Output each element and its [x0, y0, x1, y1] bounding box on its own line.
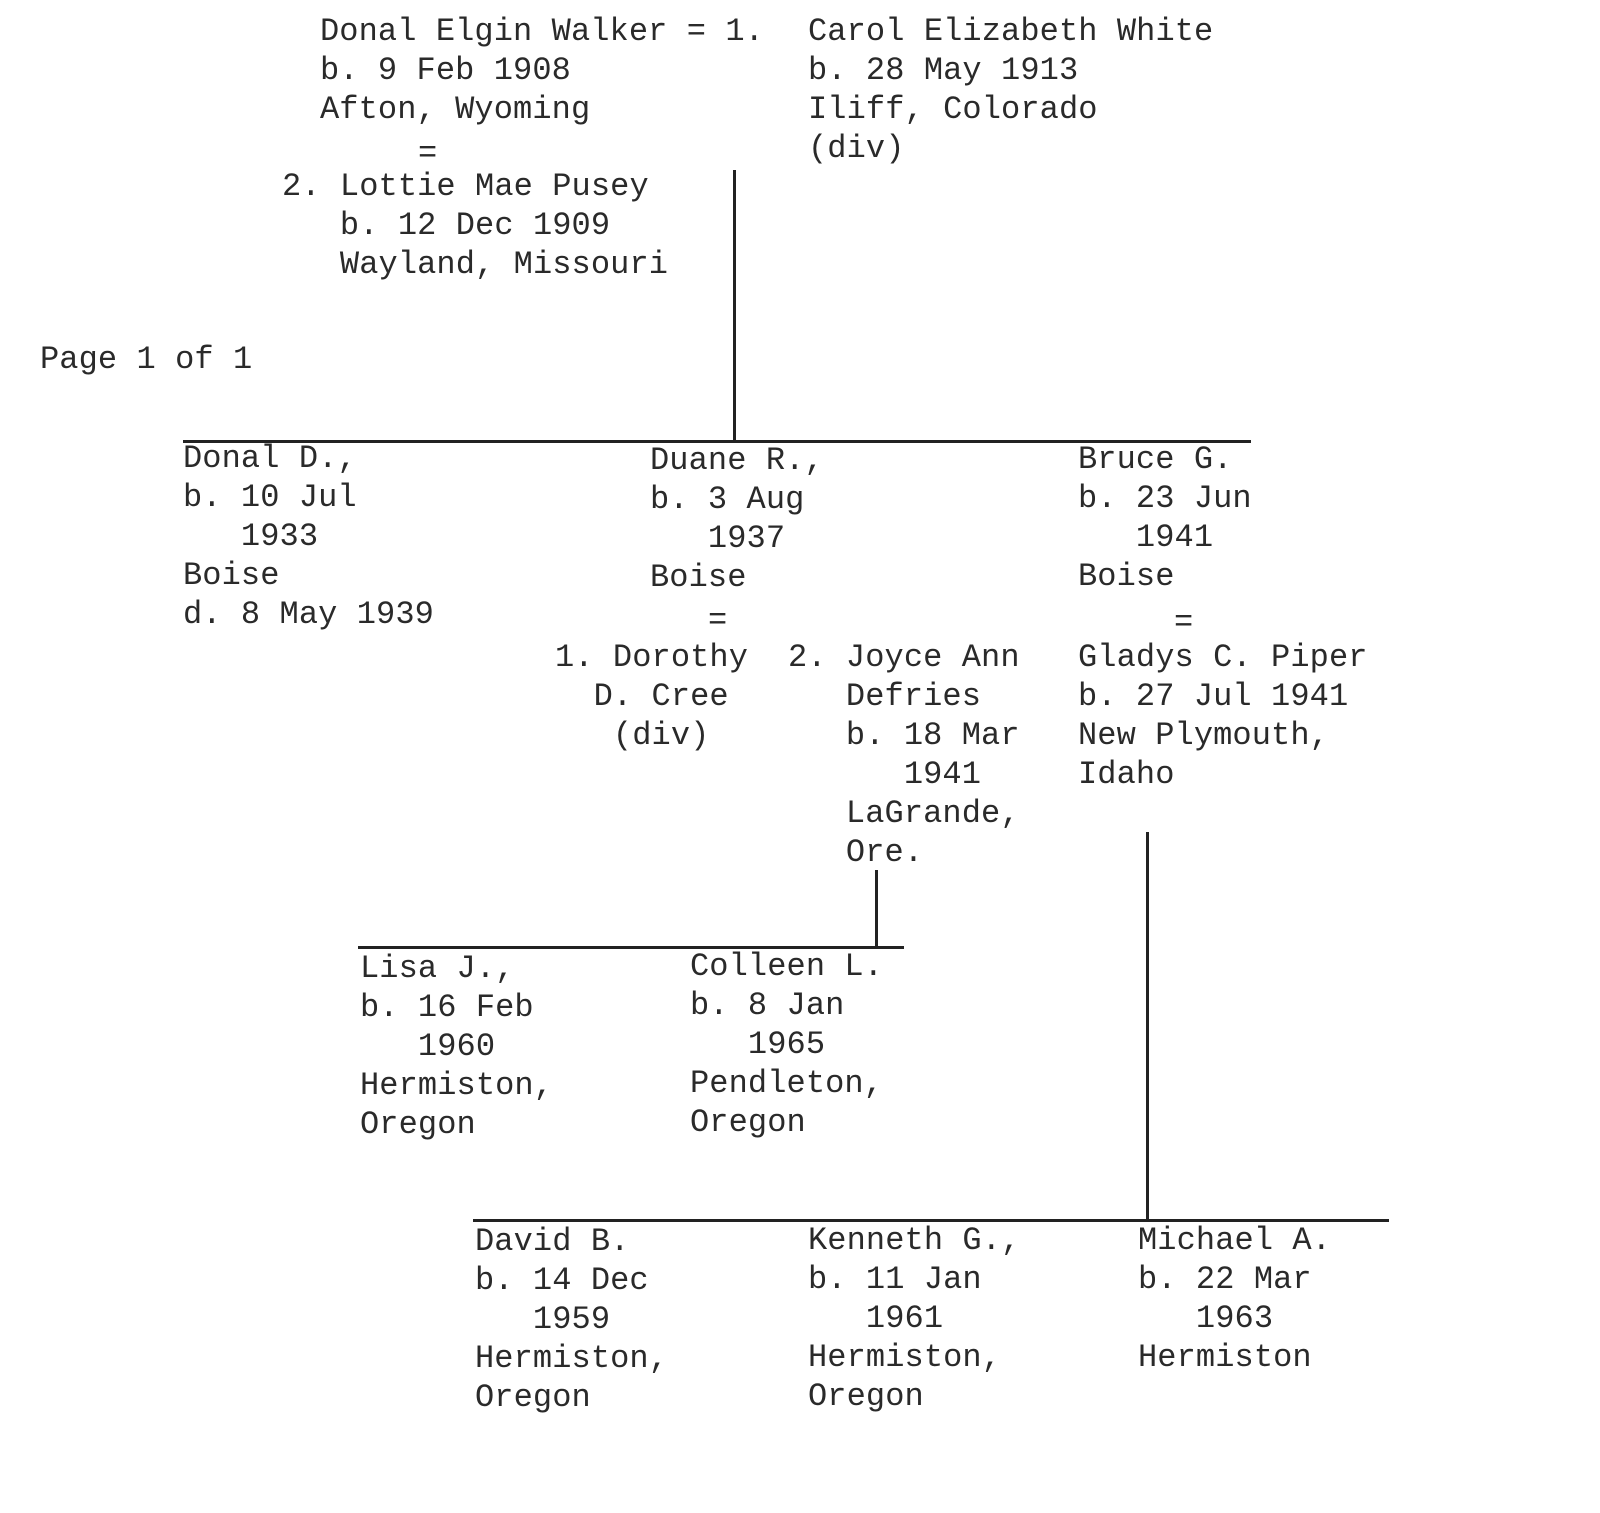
- text-line: LaGrande,: [788, 795, 1020, 832]
- text-line: 1937: [650, 520, 786, 557]
- marriage-sign-bruce: =: [1174, 603, 1193, 642]
- text-line: b. 28 May 1913: [808, 52, 1079, 89]
- text-line: Oregon: [808, 1378, 924, 1415]
- text-line: Hermiston: [1138, 1339, 1312, 1376]
- text-line: Defries: [788, 678, 982, 715]
- text-line: b. 14 Dec: [475, 1262, 649, 1299]
- person-lottie-mae-pusey: 2. Lottie Mae Pusey b. 12 Dec 1909 Wayla…: [282, 167, 668, 284]
- text-line: Donal Elgin Walker = 1.: [320, 13, 764, 50]
- text-line: Carol Elizabeth White: [808, 13, 1214, 50]
- text-line: David B.: [475, 1223, 630, 1260]
- line-walker-children: [183, 440, 1251, 443]
- text-line: New Plymouth,: [1078, 717, 1329, 754]
- marriage-sign-walker-pusey: =: [418, 134, 437, 173]
- text-line: b. 3 Aug: [650, 481, 805, 518]
- text-line: (div): [808, 130, 905, 167]
- text-line: b. 10 Jul: [183, 479, 357, 516]
- text-line: 2. Lottie Mae Pusey: [282, 168, 649, 205]
- text-line: b. 22 Mar: [1138, 1261, 1312, 1298]
- text-line: Boise: [1078, 558, 1175, 595]
- marriage-sign-duane: =: [708, 601, 727, 640]
- text-line: Oregon: [475, 1379, 591, 1416]
- text-line: b. 12 Dec 1909: [282, 207, 611, 244]
- text-line: Hermiston,: [475, 1340, 669, 1377]
- text-line: Idaho: [1078, 756, 1175, 793]
- line-walker-descent: [733, 170, 736, 442]
- line-bruce-children: [473, 1219, 1389, 1222]
- text-line: Afton, Wyoming: [320, 91, 591, 128]
- text-line: Iliff, Colorado: [808, 91, 1098, 128]
- line-duane-joyce-descent: [875, 870, 878, 948]
- text-line: b. 23 Jun: [1078, 480, 1252, 517]
- text-line: Ore.: [788, 834, 924, 871]
- text-line: 1941: [788, 756, 982, 793]
- text-line: 1. Dorothy: [555, 639, 749, 676]
- text-line: 1961: [808, 1300, 944, 1337]
- text-line: Kenneth G.,: [808, 1222, 1021, 1259]
- text-line: b. 27 Jul 1941: [1078, 678, 1349, 715]
- text-line: Pendleton,: [690, 1065, 884, 1102]
- text-line: Bruce G.: [1078, 441, 1233, 478]
- text-line: Oregon: [690, 1104, 806, 1141]
- text-line: Lisa J.,: [360, 950, 515, 987]
- text-line: 1941: [1078, 519, 1214, 556]
- line-duane-children: [358, 946, 904, 949]
- text-line: (div): [555, 717, 710, 754]
- person-joyce-ann-defries: 2. Joyce Ann Defries b. 18 Mar 1941 LaGr…: [788, 638, 1020, 872]
- text-line: 1959: [475, 1301, 611, 1338]
- text-line: 1965: [690, 1026, 826, 1063]
- text-line: Boise: [650, 559, 747, 596]
- person-dorothy-d-cree: 1. Dorothy D. Cree (div): [555, 638, 748, 755]
- text-line: D. Cree: [555, 678, 729, 715]
- text-line: Hermiston,: [808, 1339, 1002, 1376]
- text-line: Gladys C. Piper: [1078, 639, 1368, 676]
- line-bruce-gladys-descent: [1146, 832, 1149, 1222]
- text-line: Hermiston,: [360, 1067, 554, 1104]
- text-line: 1960: [360, 1028, 496, 1065]
- text-line: b. 8 Jan: [690, 987, 845, 1024]
- text-line: =: [1174, 604, 1194, 641]
- text-line: Michael A.: [1138, 1222, 1332, 1259]
- text-line: Donal D.,: [183, 440, 357, 477]
- text-line: Colleen L.: [690, 948, 884, 985]
- text-line: b. 16 Feb: [360, 989, 534, 1026]
- text-line: Duane R.,: [650, 442, 824, 479]
- text-line: Wayland, Missouri: [282, 246, 669, 283]
- text-line: Page 1 of 1: [40, 341, 253, 378]
- text-line: b. 18 Mar: [788, 717, 1020, 754]
- text-line: Boise: [183, 557, 280, 594]
- text-line: Oregon: [360, 1106, 476, 1143]
- text-line: =: [708, 602, 728, 639]
- page-number: Page 1 of 1: [40, 340, 252, 379]
- text-line: 1963: [1138, 1300, 1274, 1337]
- text-line: d. 8 May 1939: [183, 596, 434, 633]
- text-line: b. 9 Feb 1908: [320, 52, 571, 89]
- text-line: =: [418, 135, 438, 172]
- text-line: b. 11 Jan: [808, 1261, 982, 1298]
- text-line: 2. Joyce Ann: [788, 639, 1020, 676]
- text-line: 1933: [183, 518, 319, 555]
